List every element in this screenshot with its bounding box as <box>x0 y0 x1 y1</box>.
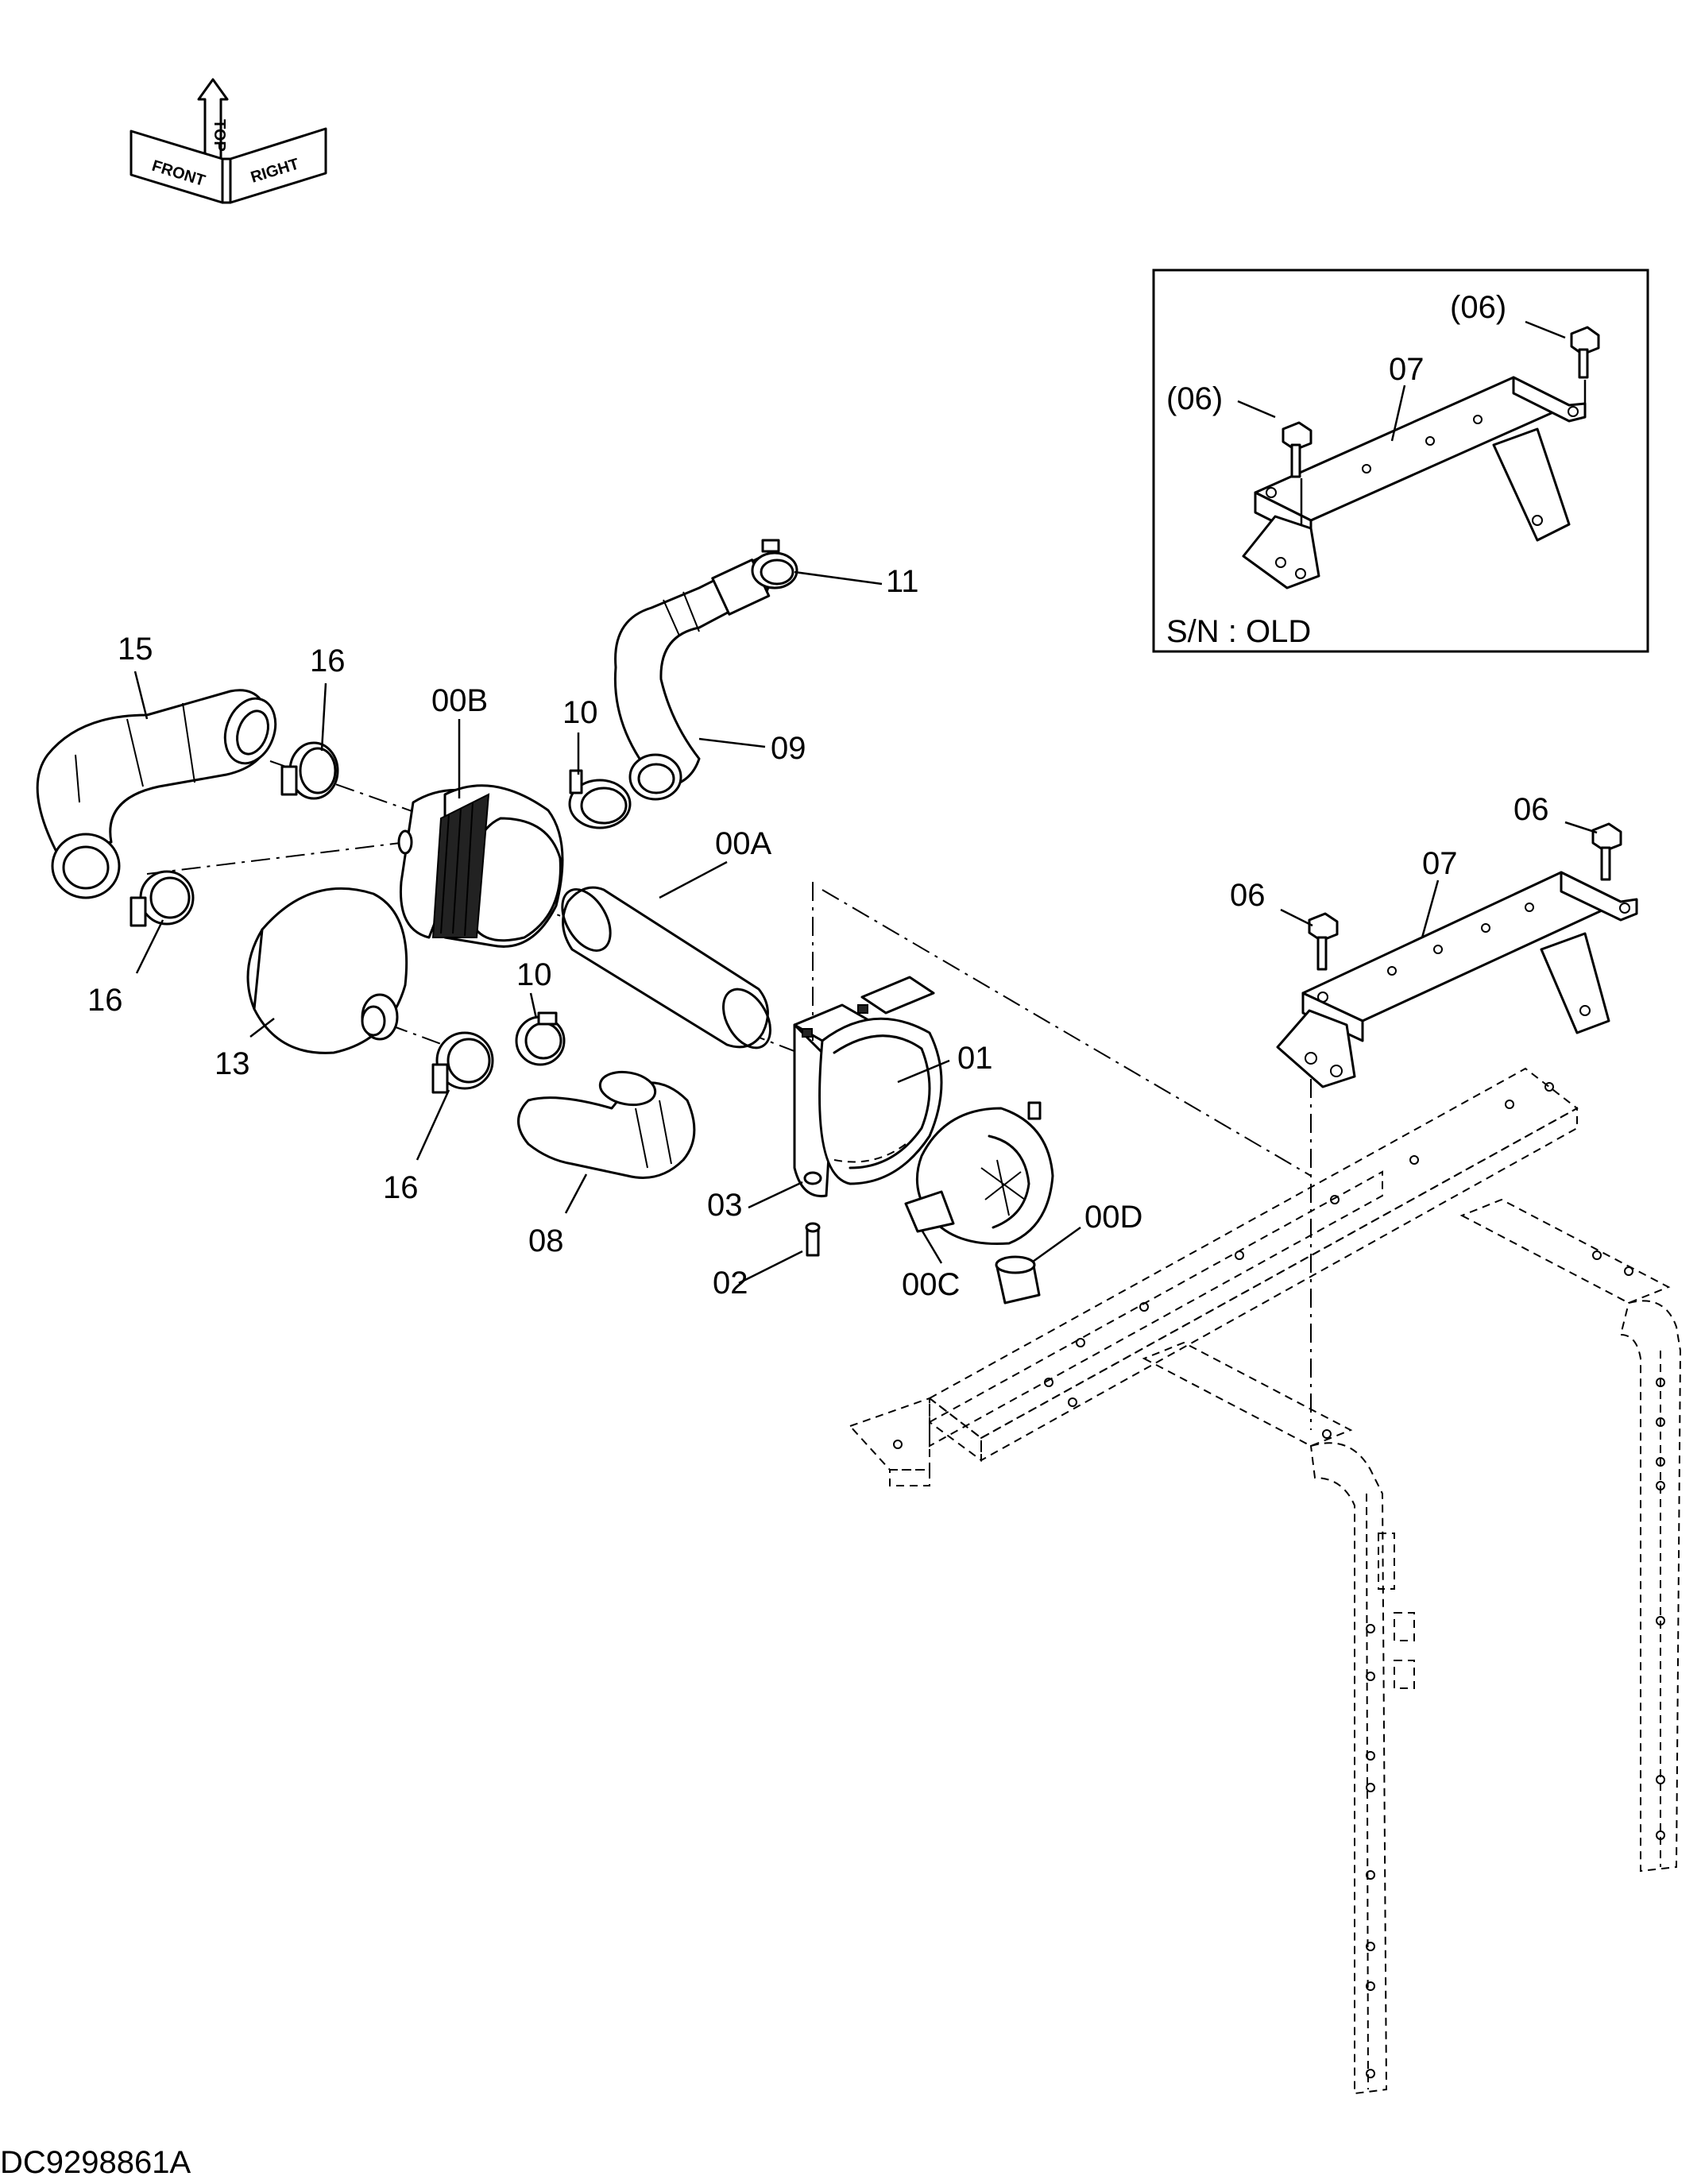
clamp-10-lower <box>515 1011 566 1066</box>
inset-label-bracket: 07 <box>1389 352 1425 387</box>
bracket-07 <box>1276 871 1638 1088</box>
clamp-16-lower-left <box>130 870 195 927</box>
label-13: 13 <box>215 1046 250 1081</box>
label-08: 08 <box>528 1223 564 1258</box>
label-16-lower-mid: 16 <box>383 1170 419 1205</box>
inset-bolt-upper <box>1570 326 1600 379</box>
bolt-06-left <box>1308 912 1339 971</box>
label-10-lower: 10 <box>516 957 552 992</box>
label-16-lower-left: 16 <box>87 983 123 1018</box>
label-10-upper: 10 <box>562 695 598 730</box>
label-11: 11 <box>886 564 919 599</box>
part-labels: 15 16 00B 10 11 09 00A 16 13 16 10 08 01… <box>87 564 1549 1302</box>
hose-08 <box>517 1070 696 1179</box>
inset-caption: S/N : OLD <box>1166 614 1311 649</box>
diagram-id: DC9298861A <box>0 2145 191 2180</box>
pre-cleaner-13 <box>246 887 408 1054</box>
bolt-06-right <box>1591 822 1622 881</box>
label-00c: 00C <box>902 1267 960 1302</box>
label-01: 01 <box>957 1041 993 1076</box>
label-09: 09 <box>771 731 806 766</box>
label-06-right: 06 <box>1514 792 1549 827</box>
end-cap-00c <box>904 1101 1054 1246</box>
inset-label-bolt-upper: (06) <box>1450 290 1506 325</box>
bolt-02 <box>805 1222 821 1257</box>
inset-bracket-07 <box>1242 376 1587 589</box>
label-07: 07 <box>1422 846 1458 881</box>
clamp-16-upper <box>280 741 339 800</box>
clamp-11 <box>751 539 798 589</box>
inset-old-bracket: (06) (06) 07 S/N : OLD <box>1152 269 1649 653</box>
clamp-10-upper <box>568 769 632 829</box>
leader-lines <box>133 570 1598 1285</box>
label-16-upper: 16 <box>310 644 346 678</box>
band-holder-01 <box>793 976 943 1198</box>
clamp-16-lower-mid <box>431 1031 494 1094</box>
hose-15 <box>36 689 277 899</box>
assembly-centerlines <box>146 760 1312 1430</box>
label-02: 02 <box>713 1266 748 1301</box>
label-00a: 00A <box>715 826 771 861</box>
valve-00d <box>995 1255 1041 1305</box>
label-15: 15 <box>118 632 153 667</box>
washer-03 <box>803 1171 822 1185</box>
label-00b: 00B <box>431 683 488 718</box>
orientation-icon: TOP FRONT RIGHT <box>130 78 327 204</box>
inset-label-bolt-lower: (06) <box>1166 381 1223 416</box>
label-00d: 00D <box>1084 1200 1142 1235</box>
hose-09 <box>613 555 771 801</box>
label-06-left: 06 <box>1230 878 1266 913</box>
air-filter-00b <box>397 784 564 948</box>
tube-00a <box>561 886 771 1049</box>
inset-bolt-lower <box>1282 421 1312 478</box>
mounting-frame <box>849 1067 1682 2095</box>
label-03: 03 <box>707 1188 743 1223</box>
orientation-top-label: TOP <box>211 119 228 152</box>
